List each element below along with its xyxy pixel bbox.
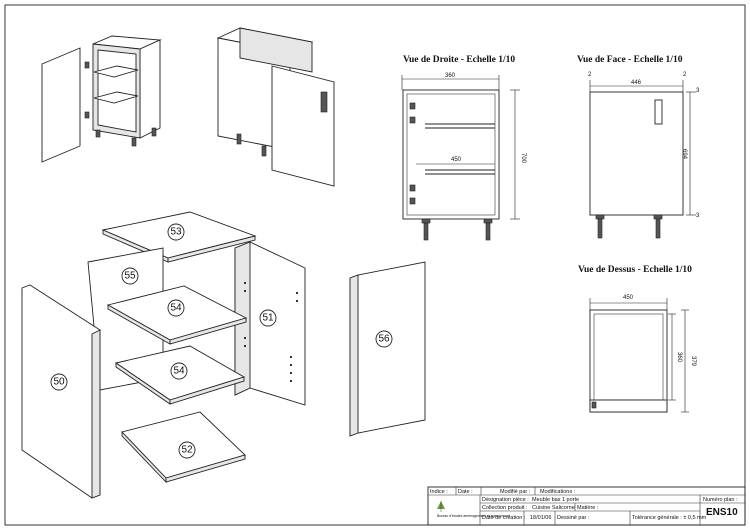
tb-indice-label: Indice : (430, 489, 448, 495)
part-label-50: 50 (53, 377, 65, 388)
tb-date-label: Date : (458, 489, 473, 495)
top-view-title: Vue de Dessus - Echelle 1/10 (578, 265, 692, 275)
tb-collection-label: Collection produit : (482, 505, 528, 511)
part-label-53: 53 (170, 227, 182, 238)
tb-tolerance-label: Tolérance générale : ± 0,5 mm (632, 515, 707, 521)
tb-creation-label: Date de création : (482, 515, 526, 521)
tb-designation-label: Désignation pièce : (482, 497, 529, 503)
tb-modifications-label: Modifications : (540, 489, 576, 495)
front-dim-bottom-right: 3 (696, 213, 700, 219)
top-dim-outer: 379 (690, 356, 696, 367)
iso-cabinet-open-left (41, 35, 162, 163)
side-view-title: Vue de Droite - Echelle 1/10 (403, 55, 515, 65)
part-label-56: 56 (378, 334, 390, 345)
exploded-view (21, 211, 426, 499)
front-view-title: Vue de Face - Echelle 1/10 (577, 55, 683, 65)
tb-plan-label: Numéro plan : (703, 497, 738, 503)
side-dim-height: 700 (520, 153, 526, 164)
logo-text: Bureau d'études aménagement et agencemen… (437, 514, 510, 518)
tb-modifie-label: Modifié par : (500, 489, 531, 495)
side-view: Vue de Droite - Echelle 1/10 360 450 700 (401, 55, 526, 241)
top-dim-width: 450 (623, 295, 634, 301)
front-dim-height: 694 (681, 149, 687, 160)
part-label-51: 51 (262, 313, 274, 324)
front-dim-right: 2 (683, 72, 687, 78)
iso-cabinet-open-right (216, 27, 335, 187)
front-dim-left: 2 (588, 72, 592, 78)
part-label-55: 55 (124, 271, 136, 282)
part-labels: 53 55 54 51 56 50 54 52 (50, 223, 393, 459)
drawing-frame (4, 4, 746, 526)
company-logo: Bureau d'études aménagement et agencemen… (437, 501, 510, 518)
front-view: Vue de Face - Echelle 1/10 2 2 446 3 694… (577, 55, 700, 239)
top-view: Vue de Dessus - Echelle 1/10 450 360 379 (578, 265, 696, 413)
part-label-54-upper: 54 (170, 303, 182, 314)
side-dim-shelf: 450 (451, 157, 462, 163)
tb-plan-value: ENS10 (706, 507, 738, 518)
tb-creation-value: 18/01/06 (530, 515, 551, 521)
part-label-54-lower: 54 (173, 366, 185, 377)
tb-designation-value: Meuble bas 1 porte (532, 497, 579, 503)
front-dim-width: 446 (631, 80, 642, 86)
tb-matiere-label: Matière : (577, 505, 599, 511)
tb-collection-value: Cuisine Salicorne (532, 505, 575, 511)
tb-dessine-label: Dessiné par : (557, 515, 590, 521)
side-dim-depth: 360 (445, 73, 456, 79)
top-dim-inner: 360 (676, 352, 682, 363)
panel-side-left (21, 284, 101, 499)
panel-door (349, 261, 426, 437)
front-dim-top-right: 3 (696, 88, 700, 94)
part-label-52: 52 (181, 445, 193, 456)
title-block: Indice : Date : Modifié par : Modificati… (427, 486, 746, 526)
